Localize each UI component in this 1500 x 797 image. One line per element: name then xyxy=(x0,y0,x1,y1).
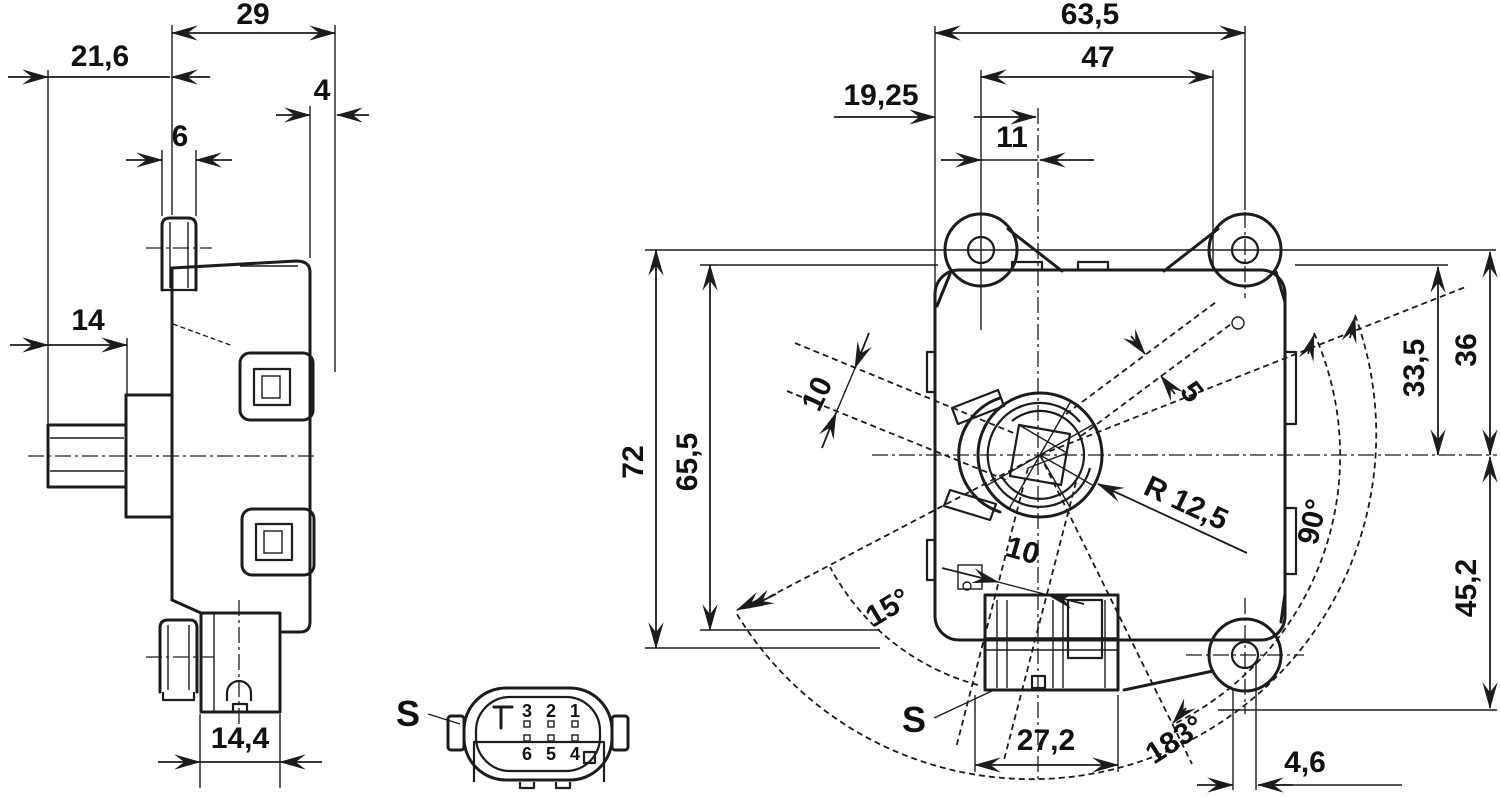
side-snap-clip-upper xyxy=(238,351,315,422)
angle-labels: 15° 183° 90° xyxy=(860,496,1334,771)
dim-63-5: 63,5 xyxy=(933,0,1247,41)
dim-shroud-width-front-label: 27,2 xyxy=(1017,724,1075,757)
side-body-outline xyxy=(170,259,312,634)
dim-36: 36 xyxy=(1450,250,1498,457)
pin-1-label: 1 xyxy=(570,701,580,721)
dim-key-width-label: 5 xyxy=(1173,375,1209,408)
connector-outer-shell xyxy=(462,686,614,782)
front-centerlines xyxy=(872,108,1497,782)
dim-overall-height-label: 72 xyxy=(617,445,650,478)
side-shaft xyxy=(28,393,318,519)
dim-overall-width-label: 63,5 xyxy=(1061,0,1119,31)
dim-shroud-width-side-label: 14,4 xyxy=(211,722,270,755)
mounting-ear-top-left xyxy=(943,212,1019,288)
dim-edge-to-axis-label: 19,25 xyxy=(843,79,918,112)
dim-14-4: 14,4 xyxy=(158,722,322,770)
pin-3-label: 3 xyxy=(522,701,532,721)
angle-15-label: 15° xyxy=(860,582,916,634)
dim-4-6: 4,6 xyxy=(1197,746,1326,793)
connector-ear-right xyxy=(610,714,630,752)
side-connector-shroud xyxy=(199,600,282,740)
dim-axis-to-top-label: 33,5 xyxy=(1398,339,1431,397)
connector-inner-shell xyxy=(474,695,602,773)
front-extension-lines xyxy=(645,26,1497,790)
dim-21-6: 21,6 xyxy=(8,40,210,85)
mounting-ear-top-right xyxy=(1207,212,1283,288)
angle-183-label: 183° xyxy=(1140,709,1210,770)
dim-slot-upper-10: 10 xyxy=(795,332,872,449)
connector-pins-top: 3 2 1 xyxy=(522,701,580,728)
dim-14: 14 xyxy=(10,304,129,353)
dim-axis-to-ref-label: 36 xyxy=(1450,333,1483,366)
front-view: 63,5 47 19,25 11 72 65,5 33,5 xyxy=(617,0,1498,793)
side-extension-lines xyxy=(47,25,336,788)
dim-slot-lower-label: 10 xyxy=(1002,530,1043,571)
front-body-outline xyxy=(925,227,1298,692)
pin-4-label: 4 xyxy=(570,744,580,764)
dim-boss-radius-label: R 12,5 xyxy=(1139,470,1233,537)
dim-bracket-width-label: 6 xyxy=(172,120,189,153)
dim-6: 6 xyxy=(126,120,232,168)
front-connector-shroud xyxy=(983,593,1120,692)
dim-hole-offset-label: 4,6 xyxy=(1284,746,1326,779)
dim-47: 47 xyxy=(979,41,1215,85)
dim-hole-to-axis-label: 11 xyxy=(996,121,1028,154)
connector-ear-left xyxy=(446,714,466,752)
dim-72: 72 xyxy=(617,248,664,650)
output-boss xyxy=(942,388,1104,522)
swing-reference-lines xyxy=(746,285,1469,765)
dim-shaft-to-flange-label: 21,6 xyxy=(71,40,129,73)
pin-6-label: 6 xyxy=(522,744,532,764)
side-top-bracket xyxy=(146,216,212,292)
dim-clip-depth-label: 4 xyxy=(314,74,331,107)
dim-29: 29 xyxy=(170,0,337,41)
front-section-callout: S xyxy=(902,689,995,740)
dim-axis-to-bottom-label: 45,2 xyxy=(1450,559,1483,617)
connector-leader-line xyxy=(427,713,461,725)
dim-body-height-label: 65,5 xyxy=(671,433,704,491)
side-view: 29 21,6 4 6 14 14,4 xyxy=(8,0,369,788)
connector-pins-bottom: 6 5 4 xyxy=(522,734,597,765)
dim-shaft-length-label: 14 xyxy=(71,304,105,337)
dim-upper-span-label: 47 xyxy=(1081,41,1114,74)
pin-2-label: 2 xyxy=(546,701,556,721)
swing-arcs xyxy=(734,314,1378,781)
dim-key-5: 5 xyxy=(1123,328,1210,409)
dim-33-5: 33,5 xyxy=(1398,265,1446,457)
mounting-ear-bottom-right xyxy=(1207,617,1283,693)
dim-11: 11 xyxy=(941,121,1094,168)
dim-slot-upper-label: 10 xyxy=(795,372,839,416)
connector-detail: S 3 2 1 6 5 4 xyxy=(396,686,630,790)
pin-5-label: 5 xyxy=(546,744,556,764)
dim-19-25: 19,25 xyxy=(834,79,1038,125)
dim-4: 4 xyxy=(276,74,369,123)
dim-45-2: 45,2 xyxy=(1450,455,1498,710)
connector-section-label: S xyxy=(396,693,420,734)
dim-65-5: 65,5 xyxy=(671,263,718,632)
connector-key xyxy=(492,705,514,730)
dim-radius: R 12,5 xyxy=(1096,470,1248,554)
front-section-label: S xyxy=(902,699,926,740)
dim-overall-depth-label: 29 xyxy=(236,0,269,31)
dim-27-2: 27,2 xyxy=(973,724,1120,773)
side-snap-clip-lower xyxy=(240,507,316,577)
dim-slot-lower-10: 10 xyxy=(941,530,1085,609)
side-bottom-bracket xyxy=(146,618,214,702)
